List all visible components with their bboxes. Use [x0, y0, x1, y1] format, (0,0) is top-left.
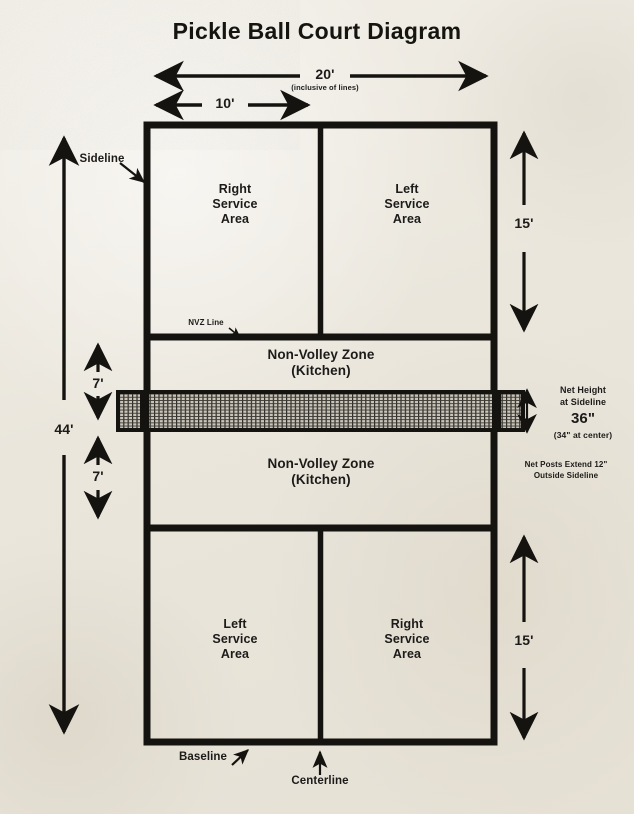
dimension-service-depth-bottom: 15' — [514, 632, 534, 648]
dimension-nvz-depth-bottom: 7' — [92, 468, 104, 484]
net-height-line2: at Sideline — [559, 396, 607, 407]
net-height-line1: Net Height — [560, 385, 606, 395]
service-area-bottom-left: Left Service Area — [165, 617, 305, 661]
dimension-width-total-note: (inclusive of lines) — [291, 83, 359, 92]
service-area-bottom-right: Right Service Area — [337, 617, 477, 661]
service-area-bottom-right-line2: Service — [384, 631, 430, 646]
callout-baseline: Baseline — [178, 751, 228, 763]
callout-centerline: Centerline — [291, 775, 349, 787]
service-area-top-right: Left Service Area — [337, 182, 477, 226]
service-area-top-left: Right Service Area — [165, 182, 305, 226]
nvz-bottom-line1: Non-Volley Zone — [267, 456, 375, 471]
service-area-top-right-line2: Service — [384, 196, 430, 211]
service-area-top-right-line1: Left — [395, 182, 419, 196]
net-height-center-note: (34" at center) — [553, 429, 613, 440]
dimension-service-depth-top: 15' — [514, 215, 534, 231]
dimension-nvz-depth-top: 7' — [92, 375, 104, 391]
dimension-width-half: 10' — [215, 95, 235, 111]
nvz-bottom-line2: (Kitchen) — [291, 471, 351, 487]
service-area-bottom-right-line1: Right — [390, 617, 424, 631]
net-posts-line2: Outside Sideline — [533, 470, 599, 480]
page-title: Pickle Ball Court Diagram — [172, 18, 462, 44]
service-area-bottom-left-line2: Service — [212, 631, 258, 646]
callout-sideline: Sideline — [79, 153, 125, 165]
net-posts-note: Net Posts Extend 12" Outside Sideline — [503, 460, 629, 482]
net-posts-line1: Net Posts Extend 12" — [524, 460, 608, 469]
net-height-value: 36" — [570, 410, 596, 428]
net-height-note: Net Height at Sideline 36" (34" at cente… — [537, 385, 629, 441]
service-area-top-right-line3: Area — [392, 211, 422, 226]
non-volley-zone-bottom: Non-Volley Zone (Kitchen) — [221, 456, 421, 488]
callout-nvz-line: NVZ Line — [188, 318, 224, 327]
dimension-width-total: 20' — [315, 66, 335, 82]
service-area-bottom-left-line1: Left — [223, 617, 247, 631]
service-area-bottom-left-line3: Area — [220, 646, 250, 661]
service-area-top-left-line3: Area — [220, 211, 250, 226]
service-area-top-left-line1: Right — [218, 182, 252, 196]
non-volley-zone-top: Non-Volley Zone (Kitchen) — [221, 347, 421, 379]
service-area-bottom-right-line3: Area — [392, 646, 422, 661]
dimension-length-total: 44' — [54, 421, 74, 437]
nvz-top-line1: Non-Volley Zone — [267, 347, 375, 362]
nvz-top-line2: (Kitchen) — [291, 362, 351, 378]
service-area-top-left-line2: Service — [212, 196, 258, 211]
